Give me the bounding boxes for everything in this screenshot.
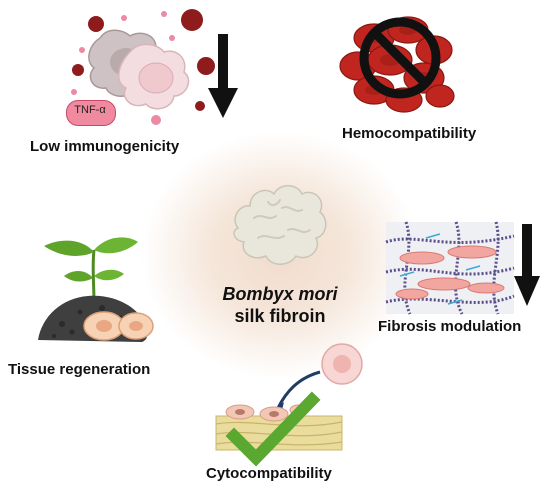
fibrous-matrix-icon <box>385 221 515 315</box>
hemocompatibility-label: Hemocompatibility <box>342 125 477 142</box>
material-label: silk fibroin <box>234 306 326 326</box>
cytocompatibility-icon <box>215 343 363 467</box>
tissue-regeneration-label: Tissue regeneration <box>8 361 151 378</box>
tnf-alpha-text: TNF-α <box>74 104 106 116</box>
immunogenicity-label: Low immunogenicity <box>30 138 180 155</box>
prohibited-icon <box>359 17 441 99</box>
immune-cells-icon <box>71 9 215 125</box>
species-label: Bombyx mori <box>222 284 338 304</box>
sprout-soil-icon <box>38 237 154 342</box>
down-arrow-icon <box>208 34 238 118</box>
silk-fibroin-icon <box>233 185 327 265</box>
cytocompatibility-label: Cytocompatibility <box>206 465 332 482</box>
tnf-alpha-badge <box>66 100 116 126</box>
down-arrow-icon-fibrosis <box>514 224 540 306</box>
fibrosis-modulation-label: Fibrosis modulation <box>378 318 522 335</box>
